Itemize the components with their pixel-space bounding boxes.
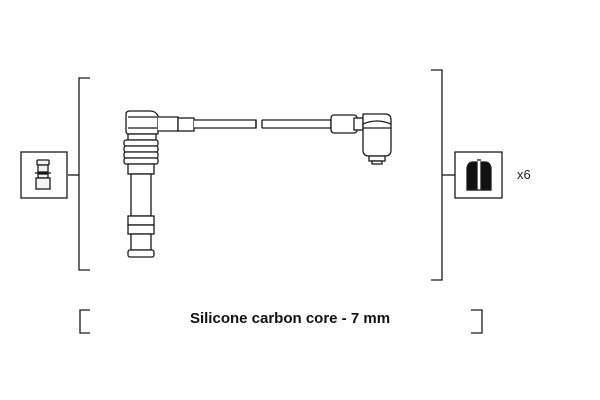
caption-bracket-left (79, 309, 90, 334)
caption-bracket-right (471, 309, 483, 334)
straight-spark-plug-boot (123, 110, 195, 258)
angled-coil-boot (330, 113, 392, 165)
left-bracket (78, 77, 90, 271)
spark-plug-boot-icon (454, 151, 503, 199)
quantity-label: x6 (517, 167, 531, 182)
ignition-cable (194, 119, 332, 129)
core-caption: Silicone carbon core - 7 mm (189, 310, 391, 327)
right-bracket (431, 69, 443, 281)
plug-connector-icon (20, 151, 68, 199)
